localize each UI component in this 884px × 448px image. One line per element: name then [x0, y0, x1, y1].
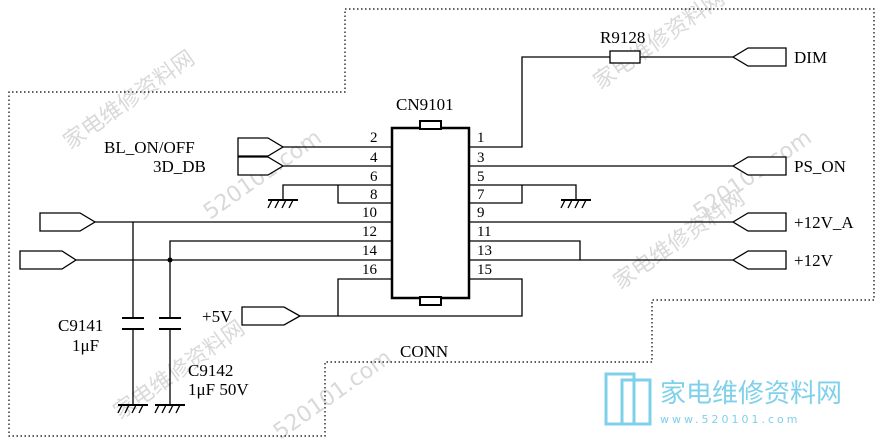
- port-left-pin10: [39, 212, 97, 232]
- label-3d-db: 3D_DB: [153, 157, 206, 176]
- left-pin-numbers: 2 4 6 8 10 12 14 16: [362, 130, 378, 278]
- logo-book-icon: [604, 372, 636, 426]
- pin-16: 16: [362, 262, 378, 278]
- pin-11: 11: [477, 224, 491, 240]
- connector-key-bottom: [419, 296, 442, 306]
- pin-13: 13: [477, 243, 492, 259]
- resistor-ref: R9128: [600, 28, 645, 47]
- label-dim: DIM: [794, 48, 827, 67]
- label-12v-a: +12V_A: [794, 213, 854, 232]
- pin-5: 5: [477, 169, 485, 185]
- label-bl-on-off: BL_ON/OFF: [104, 138, 195, 157]
- pin-2: 2: [370, 130, 378, 146]
- pin-12: 12: [362, 224, 377, 240]
- watermark-site-2: 家电维修资料网: [589, 0, 730, 95]
- port-12v-a: [731, 212, 787, 232]
- right-pin-numbers: 1 3 5 7 9 11 13 15: [477, 130, 492, 278]
- capacitor-c9141: [122, 317, 144, 330]
- connector-body: [390, 126, 471, 300]
- pin-6: 6: [370, 169, 378, 185]
- logo-title: 家电维修资料网: [660, 379, 842, 409]
- board-outline: [8, 8, 875, 437]
- capacitor-c9142: [159, 317, 181, 330]
- port-dim: [731, 47, 787, 67]
- ground-symbol-left: [267, 199, 298, 209]
- junction-dot: [167, 257, 173, 263]
- connector-ref: CN9101: [396, 95, 454, 114]
- c9142-ref: C9142: [188, 361, 233, 380]
- ground-symbol-right: [560, 199, 591, 209]
- c9141-ref: C9141: [58, 316, 103, 335]
- pin-14: 14: [362, 243, 378, 259]
- label-5v: +5V: [202, 307, 233, 326]
- ground-symbol-c9142: [154, 404, 185, 414]
- connector-key-top: [419, 120, 442, 130]
- port-3d-db: [237, 156, 285, 176]
- pin-4: 4: [370, 150, 378, 166]
- port-ps-on: [731, 156, 787, 176]
- connector-type: CONN: [400, 342, 448, 361]
- pin-9: 9: [477, 205, 485, 221]
- label-ps-on: PS_ON: [794, 157, 846, 176]
- pin-8: 8: [370, 187, 378, 203]
- site-logo: 家电维修资料网 www.520101.com: [604, 372, 842, 426]
- ports: [19, 47, 787, 326]
- c9142-value: 1μF 50V: [188, 380, 249, 399]
- logo-url: www.520101.com: [660, 413, 800, 426]
- resistor-body: [609, 50, 641, 64]
- watermark-domain-3: 520101.com: [269, 345, 396, 445]
- port-left-pin14: [19, 250, 78, 270]
- wires: [76, 56, 733, 405]
- port-5v: [241, 306, 302, 326]
- watermark-site-3: 家电维修资料网: [609, 186, 750, 295]
- c9141-value: 1μF: [72, 336, 99, 355]
- label-12v: +12V: [794, 251, 834, 270]
- ground-symbol-c9141: [117, 404, 148, 414]
- pin-15: 15: [477, 262, 492, 278]
- pin-10: 10: [362, 205, 377, 221]
- port-bl-on-off: [237, 137, 285, 157]
- port-12v: [731, 250, 787, 270]
- pin-1: 1: [477, 130, 485, 146]
- pin-7: 7: [477, 187, 485, 203]
- pin-3: 3: [477, 150, 485, 166]
